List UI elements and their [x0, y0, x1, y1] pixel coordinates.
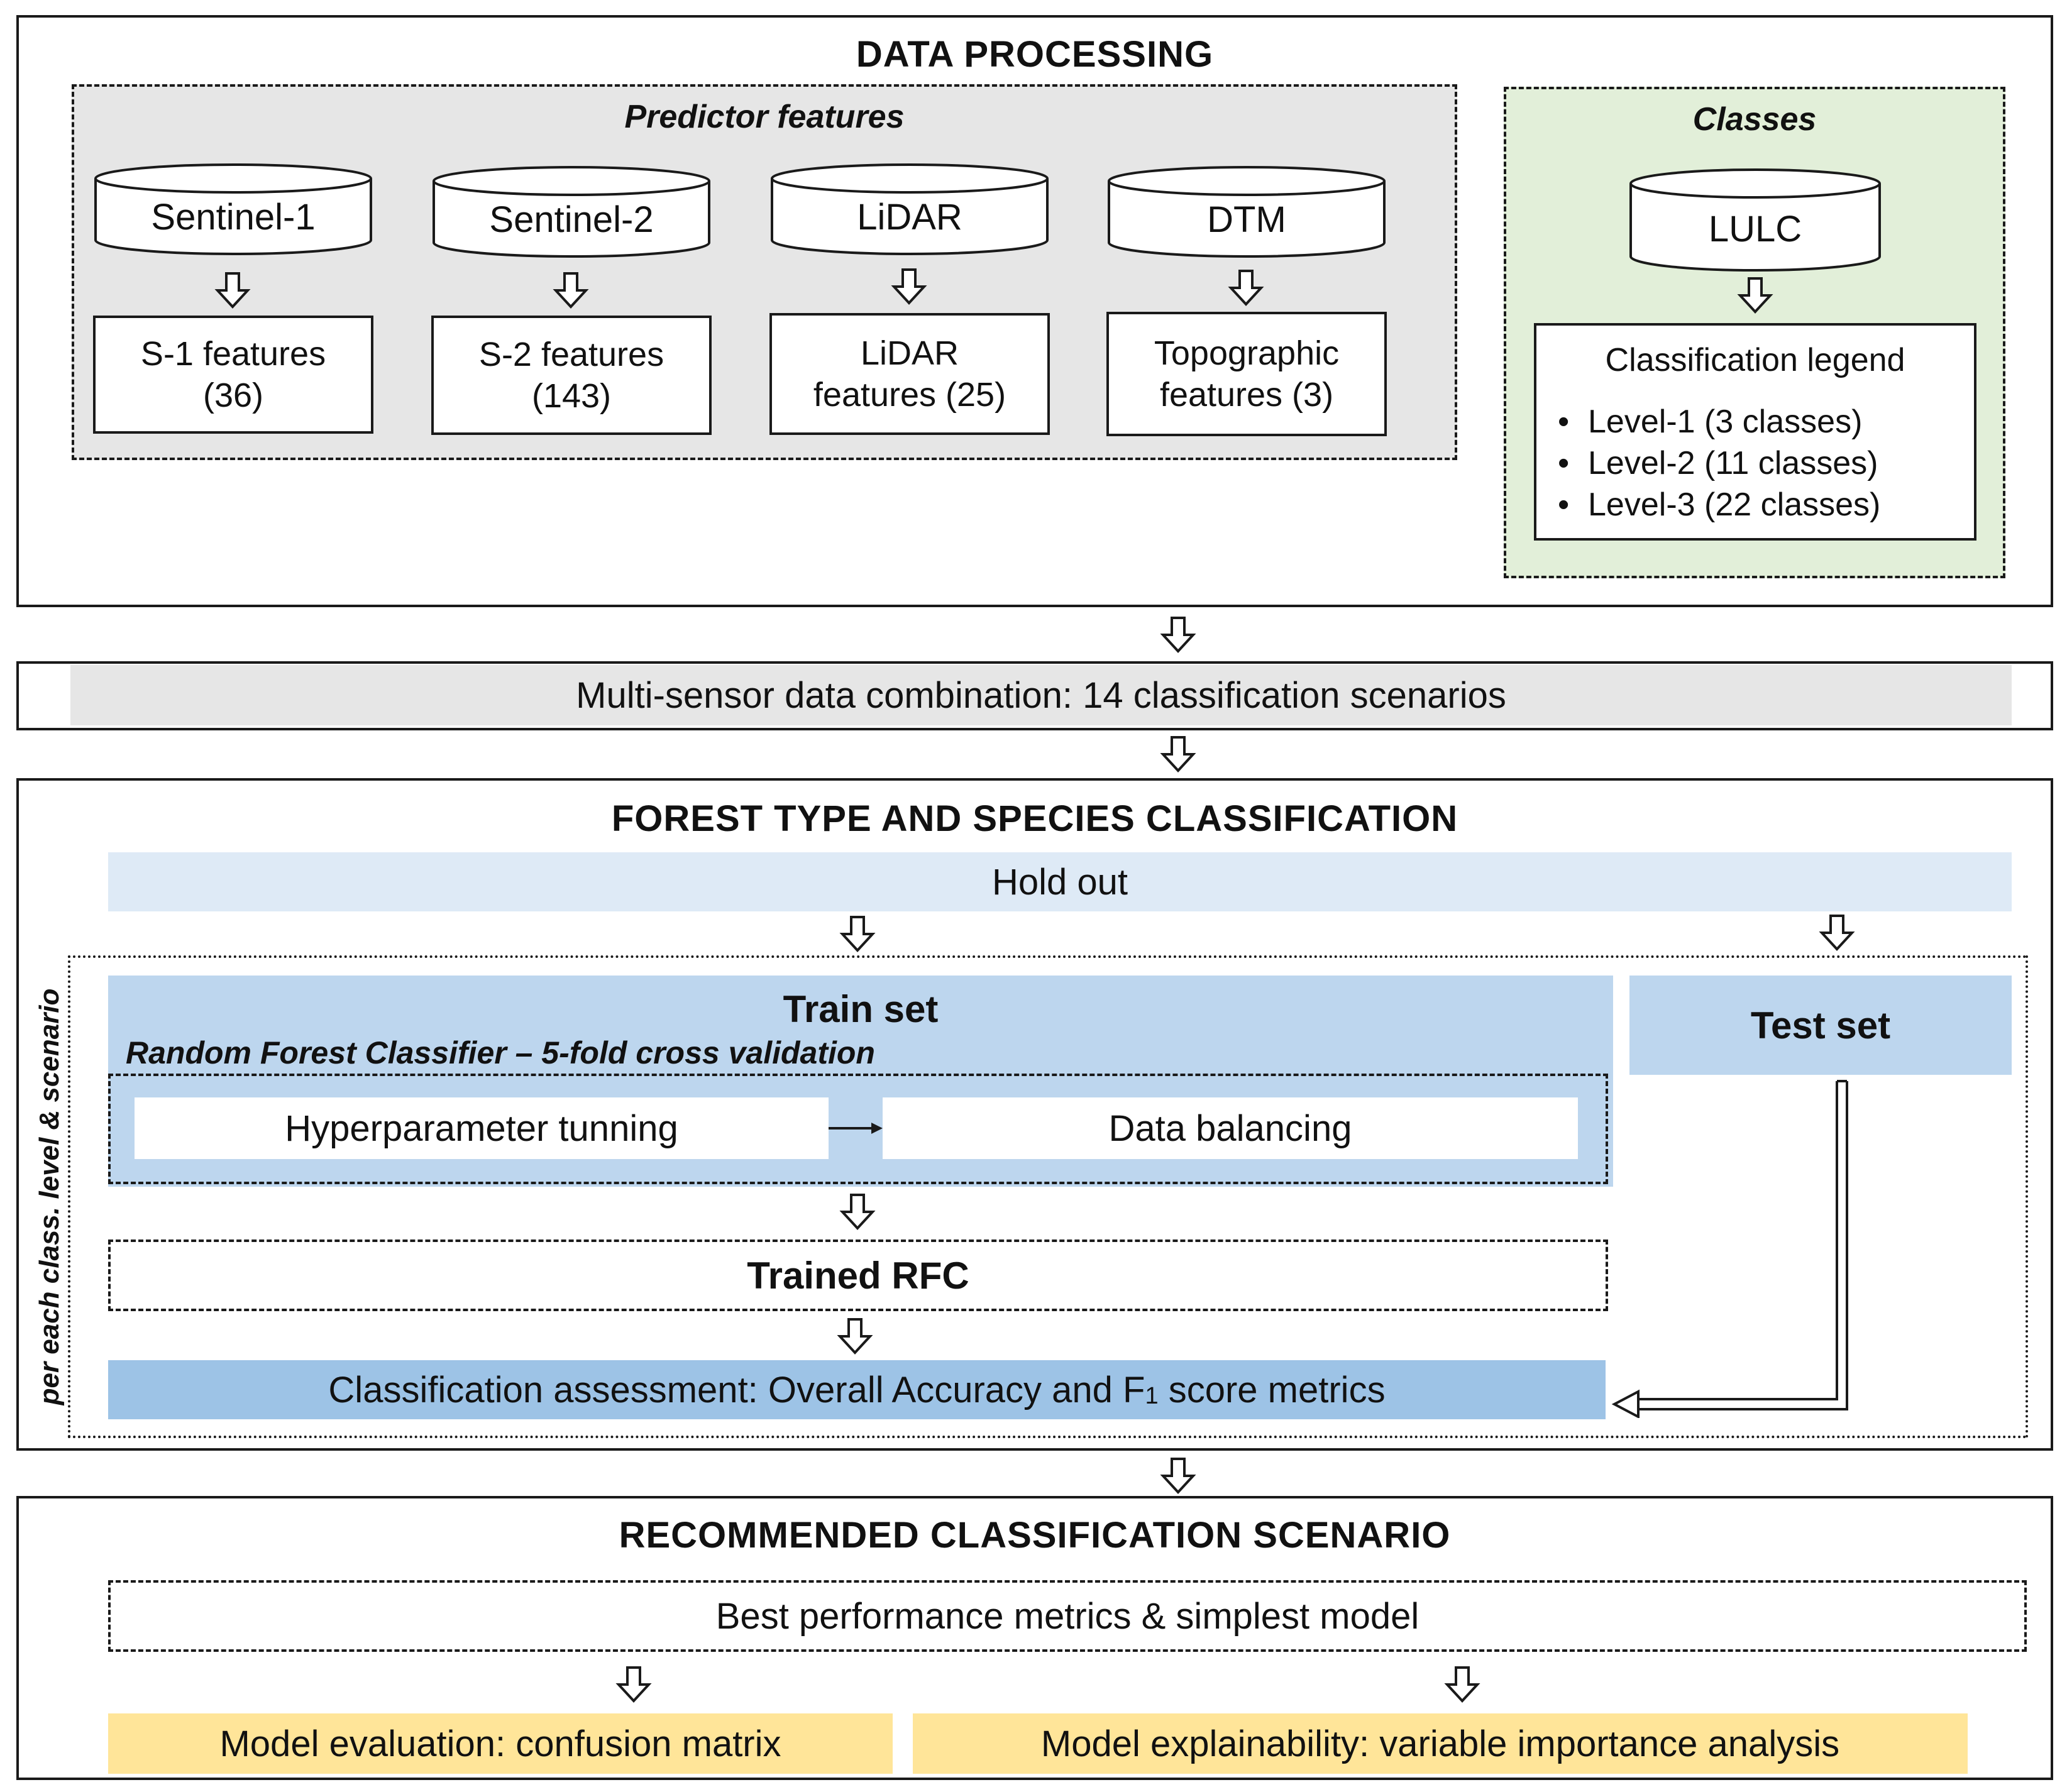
data-processing-title: DATA PROCESSING	[856, 33, 1214, 75]
rfc-cv-label: Random Forest Classifier – 5-fold cross …	[126, 1035, 875, 1070]
test-to-assessment-arrow	[1611, 1080, 1848, 1418]
combination-panel	[16, 661, 2053, 730]
assessment-text-suffix: score metrics	[1158, 1369, 1386, 1410]
level-1-item: Level-1 (3 classes)	[1558, 401, 1880, 443]
classification-levels-list: Level-1 (3 classes) Level-2 (11 classes)…	[1558, 401, 1880, 525]
classification-legend-box: Classification legend Level-1 (3 classes…	[1534, 323, 1976, 541]
lidar-features-box: LiDAR features (25)	[769, 313, 1050, 435]
combination-label: Multi-sensor data combination: 14 classi…	[70, 665, 2012, 725]
per-scenario-side-label: per each class. level & scenario	[34, 988, 65, 1405]
rfc-cv-box	[108, 1074, 1608, 1184]
lulc-label: LULC	[1708, 208, 1802, 250]
down-arrow-icon	[1736, 277, 1774, 314]
assessment-subscript: 1	[1145, 1382, 1159, 1409]
lidar-label: LiDAR	[857, 196, 962, 238]
down-arrow-icon	[839, 915, 876, 953]
data-processing-panel	[16, 15, 2053, 607]
forest-classification-title: FOREST TYPE AND SPECIES CLASSIFICATION	[611, 798, 1458, 839]
sentinel-1-database-icon	[94, 163, 372, 255]
level-3-item: Level-3 (22 classes)	[1558, 484, 1880, 525]
down-arrow-icon	[1159, 1457, 1197, 1495]
model-evaluation-bar: Model evaluation: confusion matrix	[108, 1713, 893, 1774]
level-2-item: Level-2 (11 classes)	[1558, 443, 1880, 484]
trained-rfc-box: Trained RFC	[108, 1240, 1608, 1311]
classification-assessment-bar: Classification assessment: Overall Accur…	[108, 1360, 1606, 1419]
down-arrow-icon	[1159, 735, 1197, 773]
down-arrow-icon	[1443, 1666, 1481, 1703]
s2-features-box: S-2 features (143)	[431, 316, 712, 435]
train-set-title: Train set	[783, 987, 939, 1030]
down-arrow-icon	[1159, 616, 1197, 654]
topographic-features-box: Topographic features (3)	[1106, 312, 1387, 436]
predictor-features-title: Predictor features	[624, 99, 905, 135]
hold-out-bar: Hold out	[108, 852, 2012, 911]
assessment-text-prefix: Classification assessment: Overall Accur…	[328, 1369, 1145, 1410]
s1-features-box: S-1 features (36)	[93, 316, 373, 434]
dtm-database-icon	[1108, 166, 1386, 258]
lidar-database-icon	[771, 163, 1049, 255]
model-explainability-bar: Model explainability: variable importanc…	[913, 1713, 1968, 1774]
sentinel-2-database-icon	[433, 166, 710, 258]
lulc-database-icon	[1629, 168, 1881, 272]
classes-title: Classes	[1692, 101, 1817, 138]
down-arrow-icon	[615, 1666, 653, 1703]
dtm-label: DTM	[1207, 199, 1286, 240]
right-arrow-icon	[829, 1123, 883, 1134]
down-arrow-icon	[839, 1193, 876, 1231]
data-balancing-box: Data balancing	[883, 1097, 1578, 1159]
down-arrow-icon	[552, 272, 590, 309]
down-arrow-icon	[214, 272, 251, 309]
recommended-panel	[16, 1496, 2053, 1780]
recommended-title: RECOMMENDED CLASSIFICATION SCENARIO	[619, 1514, 1451, 1556]
test-set-block: Test set	[1629, 976, 2012, 1075]
best-performance-box: Best performance metrics & simplest mode…	[108, 1580, 2027, 1652]
down-arrow-icon	[1818, 914, 1856, 952]
down-arrow-icon	[836, 1317, 874, 1355]
down-arrow-icon	[1227, 269, 1265, 307]
per-scenario-loop-box	[68, 955, 2028, 1438]
sentinel-2-label: Sentinel-2	[489, 199, 654, 240]
classification-legend-title: Classification legend	[1605, 342, 1905, 378]
forest-classification-panel	[16, 778, 2053, 1451]
down-arrow-icon	[890, 268, 928, 305]
sentinel-1-label: Sentinel-1	[151, 196, 316, 238]
hyperparameter-tuning-box: Hyperparameter tunning	[135, 1097, 829, 1159]
